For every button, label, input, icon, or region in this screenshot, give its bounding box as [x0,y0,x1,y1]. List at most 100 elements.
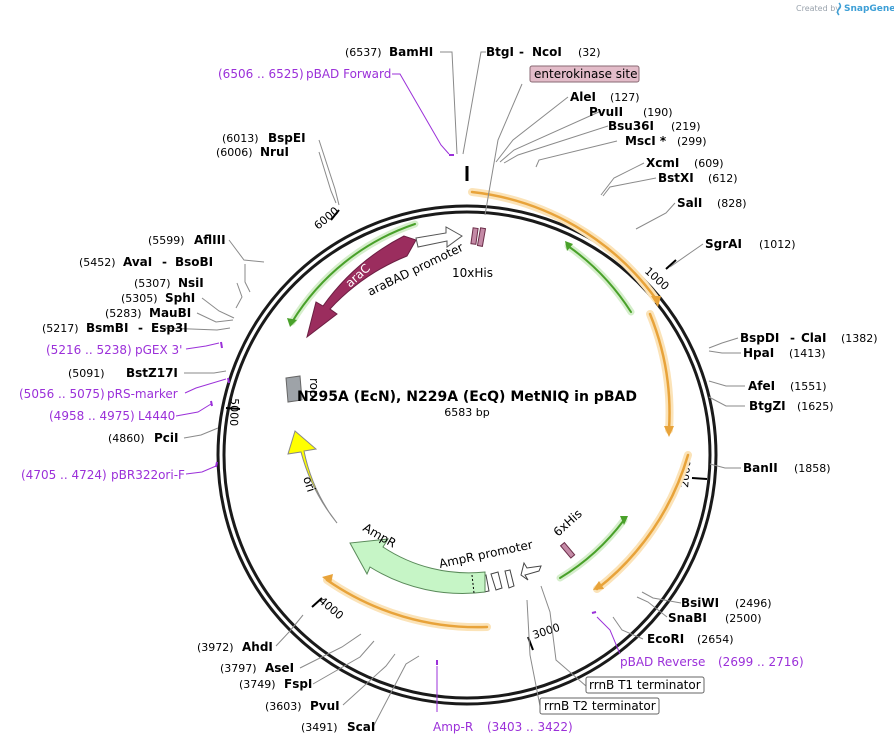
pvuI-pos: (3603) [265,700,302,713]
orf-arcs [323,188,692,632]
mauBI-pos: (5283) [105,307,142,320]
fspI-label[interactable]: FspI [284,677,312,691]
aflIII-label[interactable]: AflIII [194,233,226,247]
pBR322ori-label[interactable]: pBR322ori-F [111,468,185,482]
ecoRI-label[interactable]: EcoRI [647,632,684,646]
aflIII-pos: (5599) [148,234,185,247]
esp3I-label[interactable]: Esp3I [151,321,188,335]
rop-label: rop [307,378,321,398]
terminator-arrows [480,561,542,593]
claI-pos: (1382) [841,332,878,345]
sgrAI-label[interactable]: SgrAI [705,237,742,251]
banII-label[interactable]: BanII [743,461,778,475]
afeI-label[interactable]: AfeI [748,379,775,393]
rop-feature[interactable] [285,375,303,403]
bstZ17I-pos: (5091) [68,367,105,380]
bsoBI-label[interactable]: BsoBI [175,255,213,269]
created-by-text: Created by [796,4,840,13]
salI-pos: (828) [717,197,747,210]
ampR-divider [471,574,475,594]
green-arrows [288,220,635,582]
pGEX3-label[interactable]: pGEX 3' [135,343,182,357]
scaI-pos: (3491) [301,721,338,734]
bsmBI-label[interactable]: BsmBI [86,321,128,335]
sgrAI-pos: (1012) [759,238,796,251]
banII-pos: (1858) [794,462,831,475]
avaI-label[interactable]: AvaI [123,255,152,269]
araBAD-promoter-arrow[interactable] [415,226,463,248]
tick-label-3000: 3000 [531,621,562,642]
ncoI-label[interactable]: NcoI [532,45,562,59]
ampR-arrow[interactable] [349,538,486,594]
box-leader-lines [526,585,587,707]
pBAD-forward-label[interactable]: pBAD Forward [306,67,391,81]
bspDI-label[interactable]: BspDI [740,331,779,345]
araC-arrow[interactable] [306,235,417,339]
snaBI-pos: (2500) [725,612,762,625]
hpaI-label[interactable]: HpaI [743,346,774,360]
pvuII-label[interactable]: PvuII [589,105,623,119]
pciI-label[interactable]: PciI [154,431,179,445]
aleI-pos: (127) [610,91,640,104]
L4440-range: (4958 .. 4975) [49,409,135,423]
plasmid-size: 6583 bp [444,406,489,419]
bsiWI-label[interactable]: BsiWI [681,596,719,610]
his10-tag[interactable] [470,227,487,247]
pciI-pos: (4860) [108,432,145,445]
ampR-primer-label[interactable]: Amp-R [433,720,473,734]
claI-label[interactable]: ClaI [801,331,826,345]
sphI-label[interactable]: SphI [165,291,195,305]
pvuII-pos: (190) [643,106,673,119]
mauBI-label[interactable]: MauBI [149,306,191,320]
hpaI-pos: (1413) [789,347,826,360]
bspEI-pos: (6013) [222,132,259,145]
snaBI-label[interactable]: SnaBI [668,611,707,625]
green-arrowheads [287,241,628,525]
nsiI-label[interactable]: NsiI [178,276,204,290]
pBAD-reverse-label[interactable]: pBAD Reverse [620,655,705,669]
bsu36I-label[interactable]: Bsu36I [608,119,654,133]
aleI-label[interactable]: AleI [570,90,596,104]
btgZI-label[interactable]: BtgZI [749,399,786,413]
site-leader-lines [164,51,745,728]
bsmBI-pos: (5217) [42,322,79,335]
nruI-label[interactable]: NruI [260,145,289,159]
pvuI-label[interactable]: PvuI [310,699,340,713]
orf-arrowheads [322,296,674,590]
scaI-label[interactable]: ScaI [347,720,375,734]
rrnB-T2-terminator-tag[interactable]: rrnB T2 terminator [539,697,660,715]
his6-label: 6xHis [551,507,585,540]
pBR322ori-range: (4705 .. 4724) [21,468,107,482]
pBAD-reverse-range: (2699 .. 2716) [718,655,804,669]
fspI-pos: (3749) [239,678,276,691]
svg-text:-: - [162,255,167,269]
ecoRI-pos: (2654) [697,633,734,646]
primer-leader-lines [175,73,621,712]
rrnB-T1-terminator-tag[interactable]: rrnB T1 terminator [585,676,705,694]
backbone [216,204,718,706]
pGEX3-range: (5216 .. 5238) [46,343,132,357]
svg-text:SnapGene: SnapGene [844,4,894,14]
afeI-pos: (1551) [790,380,827,393]
tick-label-5000: 5000 [227,398,241,426]
ampR-primer-range: (3403 .. 3422) [487,720,573,734]
bamHI-label[interactable]: BamHI [389,45,433,59]
ahdI-label[interactable]: AhdI [242,640,273,654]
enterokinase-site-tag[interactable]: enterokinase site [529,65,640,83]
pRS-marker-label[interactable]: pRS-marker [107,387,178,401]
salI-label[interactable]: SalI [677,196,702,210]
mscI-label[interactable]: MscI * [625,134,667,148]
aseI-pos: (3797) [220,662,257,675]
bstXI-label[interactable]: BstXI [658,171,694,185]
bstZ17I-label[interactable]: BstZ17I [126,366,178,380]
xcmI-label[interactable]: XcmI [646,156,679,170]
bspEI-label[interactable]: BspEI [268,131,306,145]
btgI-label[interactable]: BtgI [486,45,514,59]
aseI-label[interactable]: AseI [265,661,294,675]
nruI-pos: (6006) [216,146,253,159]
ori-label: ori [300,475,318,494]
ori-arrow[interactable] [287,430,338,524]
his6-tag[interactable] [559,541,576,559]
L4440-label[interactable]: L4440 [138,409,175,423]
